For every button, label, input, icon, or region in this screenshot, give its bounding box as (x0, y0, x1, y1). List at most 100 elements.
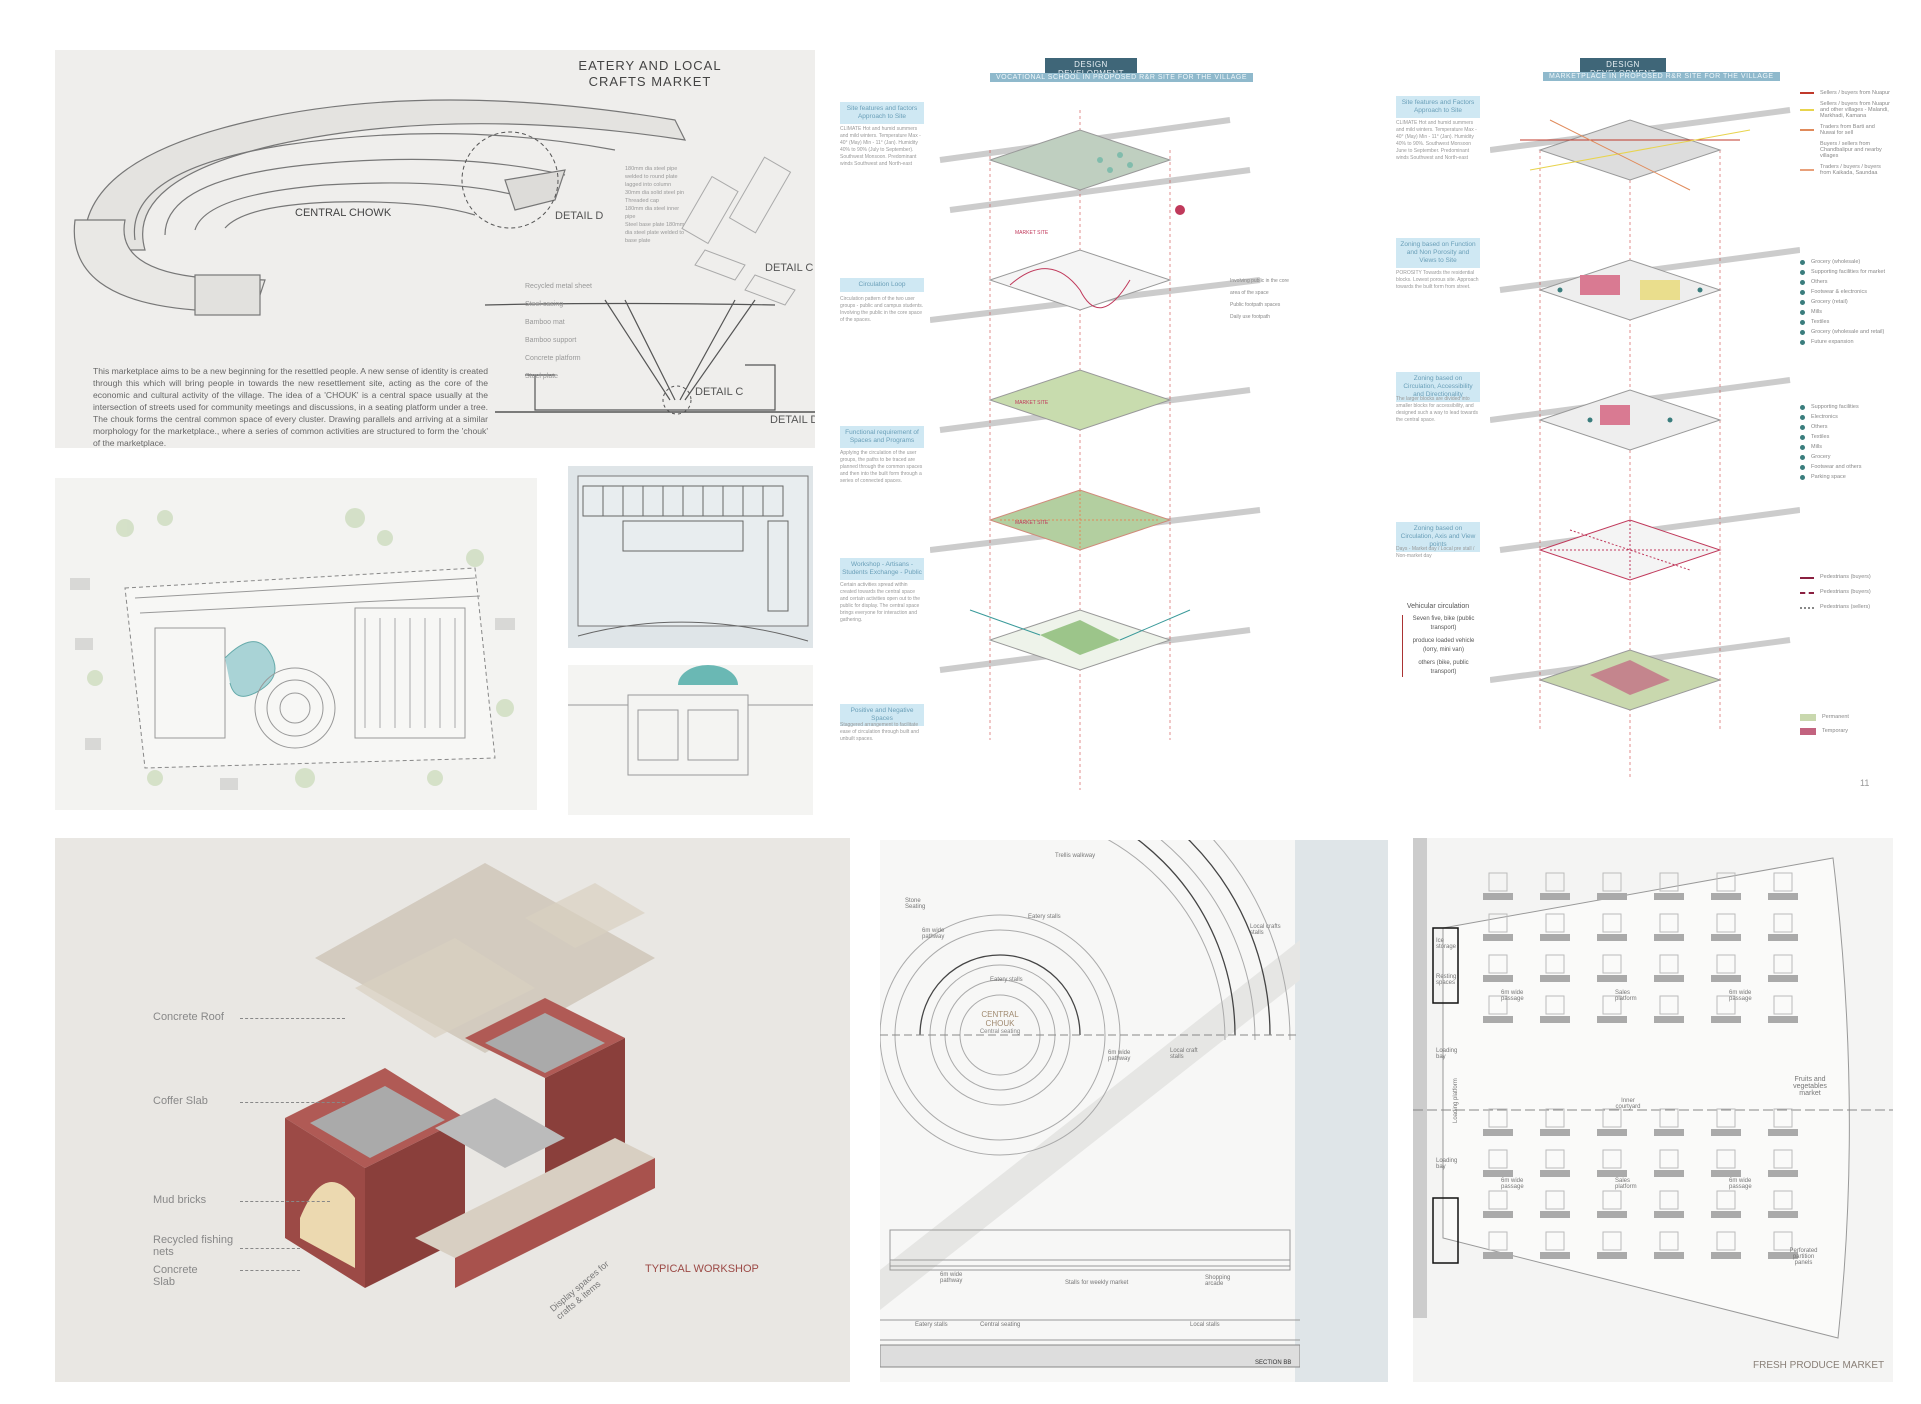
legend-text: Pedestrians (buyers) (1820, 589, 1871, 595)
stall-platform (1540, 975, 1570, 982)
plan-label: Eatery stalls (1028, 914, 1061, 920)
plan-label: Stalls for weekly market (1065, 1280, 1129, 1286)
stall-platform (1540, 893, 1570, 900)
note-title: Zoning based on Circulation, Axis and Vi… (1396, 522, 1480, 552)
stall (1488, 1149, 1508, 1169)
note-body: Certain activities spread within created… (840, 582, 921, 623)
legend-item: Mills (1800, 307, 1910, 317)
vocational-subheader: VOCATIONAL SCHOOL IN PROPOSED R&R SITE F… (990, 73, 1254, 82)
stall (1488, 1190, 1508, 1210)
legend-item: Buyers / sellers from Chandbalipur and n… (1800, 141, 1910, 159)
section-label: Bamboo support (525, 337, 577, 344)
stall (1716, 954, 1736, 974)
legend-item: Mills (1800, 442, 1910, 452)
stall-platform (1483, 1211, 1513, 1218)
stall-platform (1768, 975, 1798, 982)
stall-platform (1597, 893, 1627, 900)
produce-label: Ice storage (1436, 938, 1457, 950)
detail-c-section-label: DETAIL C (695, 386, 744, 398)
legend-item: Traders / buyers / buyers from Kaikada, … (1800, 164, 1910, 176)
plan-label: 6m wide pathway (922, 928, 945, 940)
detail-d-label: DETAIL D (555, 210, 604, 222)
stall-platform (1654, 1252, 1684, 1259)
legend-item: Pedestrians (buyers) (1800, 570, 1910, 585)
legend-text: Parking space (1811, 474, 1846, 480)
note-title: Functional requirement of Spaces and Pro… (840, 426, 924, 448)
produce-label: 6m wide passage (1729, 1178, 1752, 1190)
legend-item: Electronics (1800, 412, 1910, 422)
legend-item: Pedestrians (sellers) (1800, 600, 1910, 615)
stall (1659, 1149, 1679, 1169)
stall (1716, 913, 1736, 933)
stall-platform (1483, 893, 1513, 900)
stall-platform (1654, 893, 1684, 900)
legend-item: Sellers / buyers from Nuapur (1800, 90, 1910, 96)
note-title: Site features and factors Approach to Si… (840, 102, 924, 124)
stall (1545, 1108, 1565, 1128)
stall-platform (1540, 1252, 1570, 1259)
stall (1773, 954, 1793, 974)
plan-label: Trellis walkway (1055, 853, 1096, 859)
section-label: Local stalls (1190, 1322, 1220, 1328)
legend-item: Textiles (1800, 432, 1910, 442)
stall (1488, 954, 1508, 974)
legend-text: Others (1811, 424, 1828, 430)
stall (1545, 872, 1565, 892)
chouk-plan-panel: Trellis walkway Stone Seating Eatery sta… (880, 840, 1388, 1382)
stall (1716, 872, 1736, 892)
stall (1773, 995, 1793, 1015)
workshop-label-roof: Concrete Roof (153, 1011, 224, 1023)
leader-line (240, 1248, 300, 1249)
legend-item: Textiles (1800, 317, 1910, 327)
stall (1545, 995, 1565, 1015)
stall (1602, 1190, 1622, 1210)
stall-platform (1483, 1170, 1513, 1177)
legend-text: Supporting facilities (1811, 404, 1859, 410)
layer-tag: MARKET SITE (1015, 230, 1049, 236)
legend-item: Daily use footpath (1230, 314, 1271, 320)
legend-text: Future expansion (1811, 339, 1854, 345)
stall-platform (1711, 1170, 1741, 1177)
stall-platform (1711, 1211, 1741, 1218)
stall-platform (1711, 1129, 1741, 1136)
section-label: Steel casing (525, 301, 564, 308)
stall (1488, 913, 1508, 933)
level-plan-panel (568, 665, 813, 815)
eatery-title: EATERY AND LOCAL CRAFTS MARKET (545, 58, 755, 90)
note: 180mm dia steel inner pipe (625, 206, 680, 220)
produce-market-panel: Ice storage Resting spaces Loading bay L… (1413, 838, 1893, 1382)
stall-platform (1654, 1129, 1684, 1136)
note: Threaded cap (625, 198, 659, 204)
stall (1545, 1190, 1565, 1210)
legend-text: Grocery (retail) (1811, 299, 1848, 305)
produce-label: Resting spaces (1436, 974, 1457, 986)
stall-platform (1654, 975, 1684, 982)
pedestrian-legend: Pedestrians (buyers) Pedestrians (buyers… (1800, 570, 1910, 615)
stall (1545, 1231, 1565, 1251)
stall (1488, 1231, 1508, 1251)
stall-platform (1768, 1252, 1798, 1259)
legend-text: Grocery (wholesale and retail) (1811, 329, 1885, 335)
stall (1602, 1108, 1622, 1128)
legend-text: Sellers / buyers from Nuapur (1820, 90, 1890, 96)
stall (1773, 1108, 1793, 1128)
stall (1716, 995, 1736, 1015)
produce-label: Inner courtyard (1615, 1098, 1641, 1110)
stall-platform (1540, 1170, 1570, 1177)
legend-item: Involving public in the core area of the… (1230, 278, 1289, 296)
legend-text: Pedestrians (sellers) (1820, 604, 1871, 610)
section-label: Recycled metal sheet (525, 283, 592, 290)
produce-market-title: FRESH PRODUCE MARKET (1753, 1360, 1885, 1371)
plan-label: Shopping arcade (1205, 1275, 1231, 1287)
stall (1716, 1108, 1736, 1128)
land-use-legend: Permanent Temporary (1800, 710, 1910, 738)
legend-text: Mills (1811, 309, 1822, 315)
stall-platform (1768, 893, 1798, 900)
produce-market-drawing (1413, 838, 1893, 1339)
zone-legend-1: Grocery (wholesale) Supporting facilitie… (1800, 257, 1910, 347)
legend-text: Temporary (1822, 728, 1848, 734)
plan-label: 6m wide pathway (1108, 1050, 1131, 1062)
stall (1659, 872, 1679, 892)
note-body: Applying the circulation of the user gro… (840, 450, 923, 484)
legend-item: Parking space (1800, 472, 1910, 482)
